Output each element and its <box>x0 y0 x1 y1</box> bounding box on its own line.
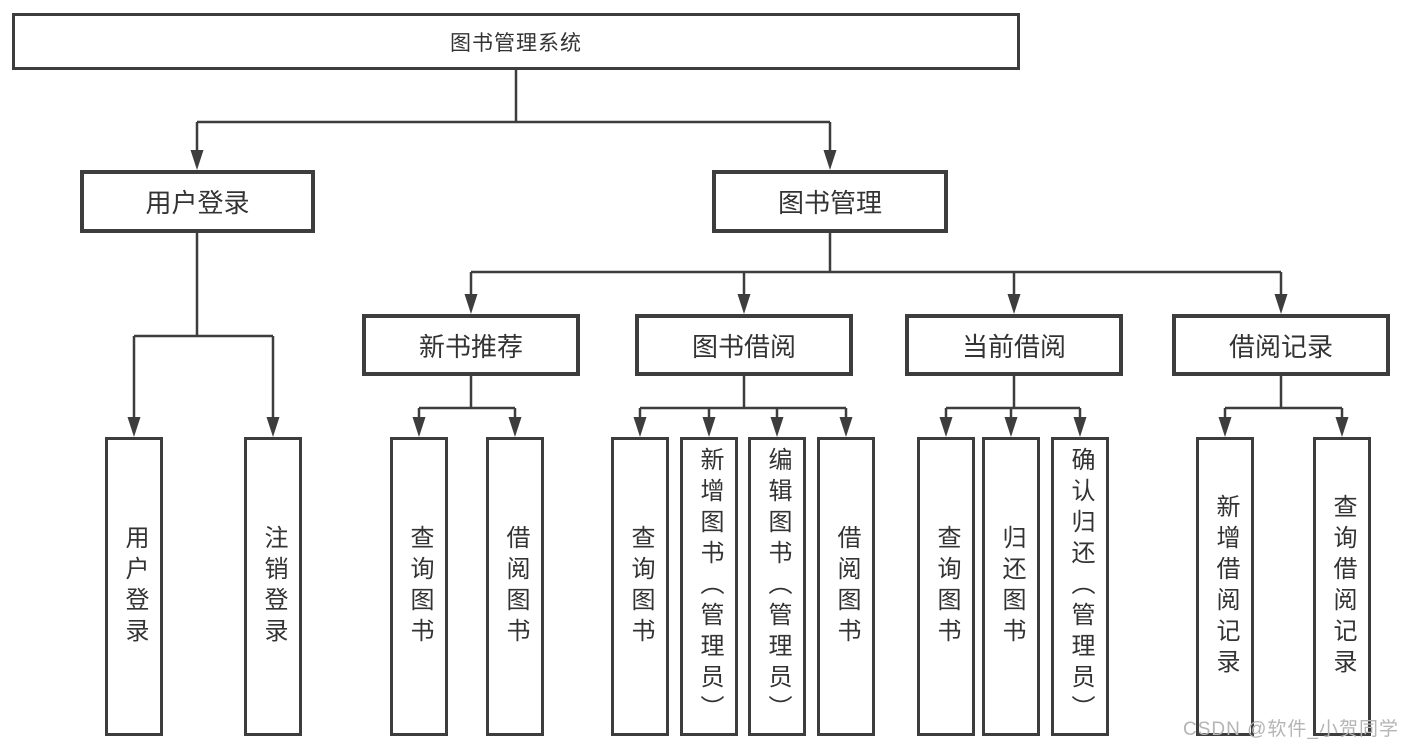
arrowhead <box>1007 294 1021 314</box>
leaf-current-query-books: 查询图书 <box>917 437 975 736</box>
leaf-borrow-edit-books-admin: 编辑图书（管理员） <box>748 437 806 736</box>
leaf-borrow-borrow-books: 借阅图书 <box>817 437 875 736</box>
node-user-login: 用户登录 <box>80 170 315 233</box>
connector-book-borrow-branch <box>638 376 848 419</box>
node-borrow-records: 借阅记录 <box>1172 314 1390 376</box>
arrowhead <box>1073 417 1087 437</box>
leaf-current-return-books: 归还图书 <box>982 437 1040 736</box>
node-new-book-recommend: 新书推荐 <box>362 314 580 376</box>
connector-borrow-records-branch <box>1223 376 1344 419</box>
arrowhead <box>127 417 141 437</box>
arrowhead <box>839 417 853 437</box>
arrowhead <box>702 417 716 437</box>
leaf-borrow-add-books-admin: 新增图书（管理员） <box>680 437 738 736</box>
arrowhead <box>737 294 751 314</box>
arrowhead <box>1004 417 1018 437</box>
arrowheads <box>127 150 1349 437</box>
arrowhead <box>1274 294 1288 314</box>
leaf-records-query-borrow-record: 查询借阅记录 <box>1313 437 1371 736</box>
arrowhead <box>190 150 204 170</box>
leaf-login-logout: 注销登录 <box>244 437 302 736</box>
arrowhead <box>633 417 647 437</box>
arrowhead <box>464 294 478 314</box>
connector-user-login-branch <box>132 233 275 419</box>
node-library-management-system: 图书管理系统 <box>12 13 1020 70</box>
node-book-management: 图书管理 <box>712 170 948 233</box>
connector-root-to-level2 <box>195 70 832 152</box>
arrowhead <box>412 417 426 437</box>
arrowhead <box>939 417 953 437</box>
leaf-newbook-query-books: 查询图书 <box>390 437 448 736</box>
arrowhead <box>770 417 784 437</box>
leaf-login-user-login: 用户登录 <box>105 437 163 736</box>
arrowhead <box>266 417 280 437</box>
arrowhead <box>1218 417 1232 437</box>
node-book-borrow: 图书借阅 <box>635 314 853 376</box>
node-current-borrow: 当前借阅 <box>905 314 1123 376</box>
connector-new-book-branch <box>417 376 517 419</box>
arrowhead <box>508 417 522 437</box>
arrowhead <box>823 150 837 170</box>
arrowhead <box>1335 417 1349 437</box>
connector-book-management-branch <box>469 233 1283 296</box>
csdn-watermark: CSDN @软件_小贺同学 <box>1183 719 1399 740</box>
leaf-newbook-borrow-books: 借阅图书 <box>486 437 544 736</box>
connector-current-borrow-branch <box>944 376 1082 419</box>
leaf-records-add-borrow-record: 新增借阅记录 <box>1196 437 1254 736</box>
leaf-borrow-query-books: 查询图书 <box>611 437 669 736</box>
leaf-current-confirm-return-admin: 确认归还（管理员） <box>1051 437 1109 736</box>
